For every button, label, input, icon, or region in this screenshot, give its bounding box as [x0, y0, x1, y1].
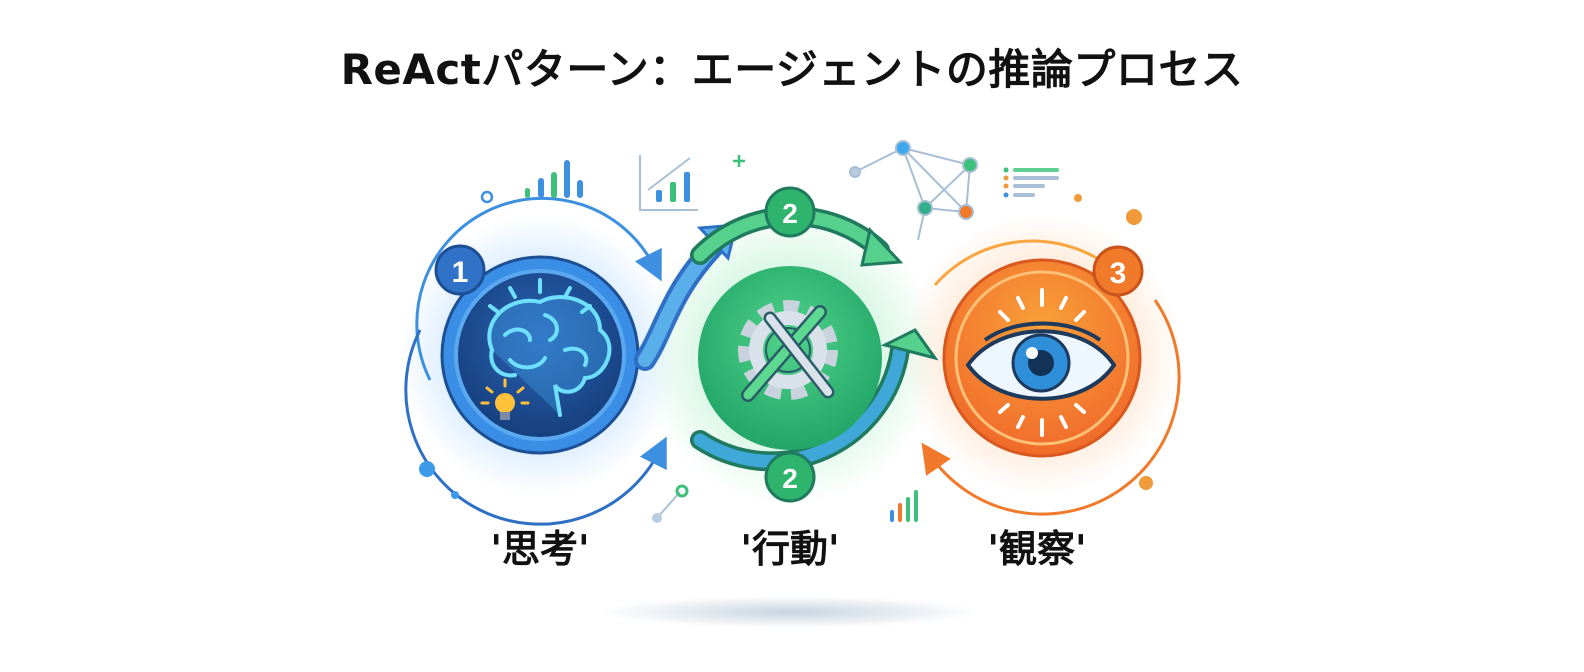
bar-chart-icon [525, 160, 583, 198]
small-bar-chart-icon [890, 490, 918, 522]
page-title: ReActパターン：エージェントの推論プロセス [340, 45, 1244, 94]
svg-text:2: 2 [782, 198, 798, 229]
thought-label: '思考' [490, 527, 590, 571]
eye-icon [965, 288, 1117, 437]
brain-icon [487, 278, 612, 417]
step-1-badge: 1 [434, 244, 486, 296]
step-2-bottom-badge: 2 [764, 451, 816, 503]
trend-chart-icon [639, 155, 698, 211]
lightbulb-icon [480, 378, 530, 420]
floor-shadow [600, 596, 980, 628]
observation-label: '観察' [987, 527, 1087, 571]
step-2-top-badge: 2 [764, 186, 816, 238]
step-3-badge: 3 [1092, 245, 1144, 297]
svg-text:2: 2 [782, 463, 798, 494]
observation-node: 3 [921, 239, 1181, 516]
action-node: 2 2 [690, 186, 939, 503]
gear-wrench-icon [738, 300, 838, 402]
decorations [419, 140, 1153, 523]
svg-text:3: 3 [1110, 257, 1127, 290]
list-icon [1003, 167, 1059, 198]
network-graph-icon [849, 140, 978, 241]
action-label: '行動' [740, 527, 840, 571]
svg-text:1: 1 [452, 256, 469, 289]
